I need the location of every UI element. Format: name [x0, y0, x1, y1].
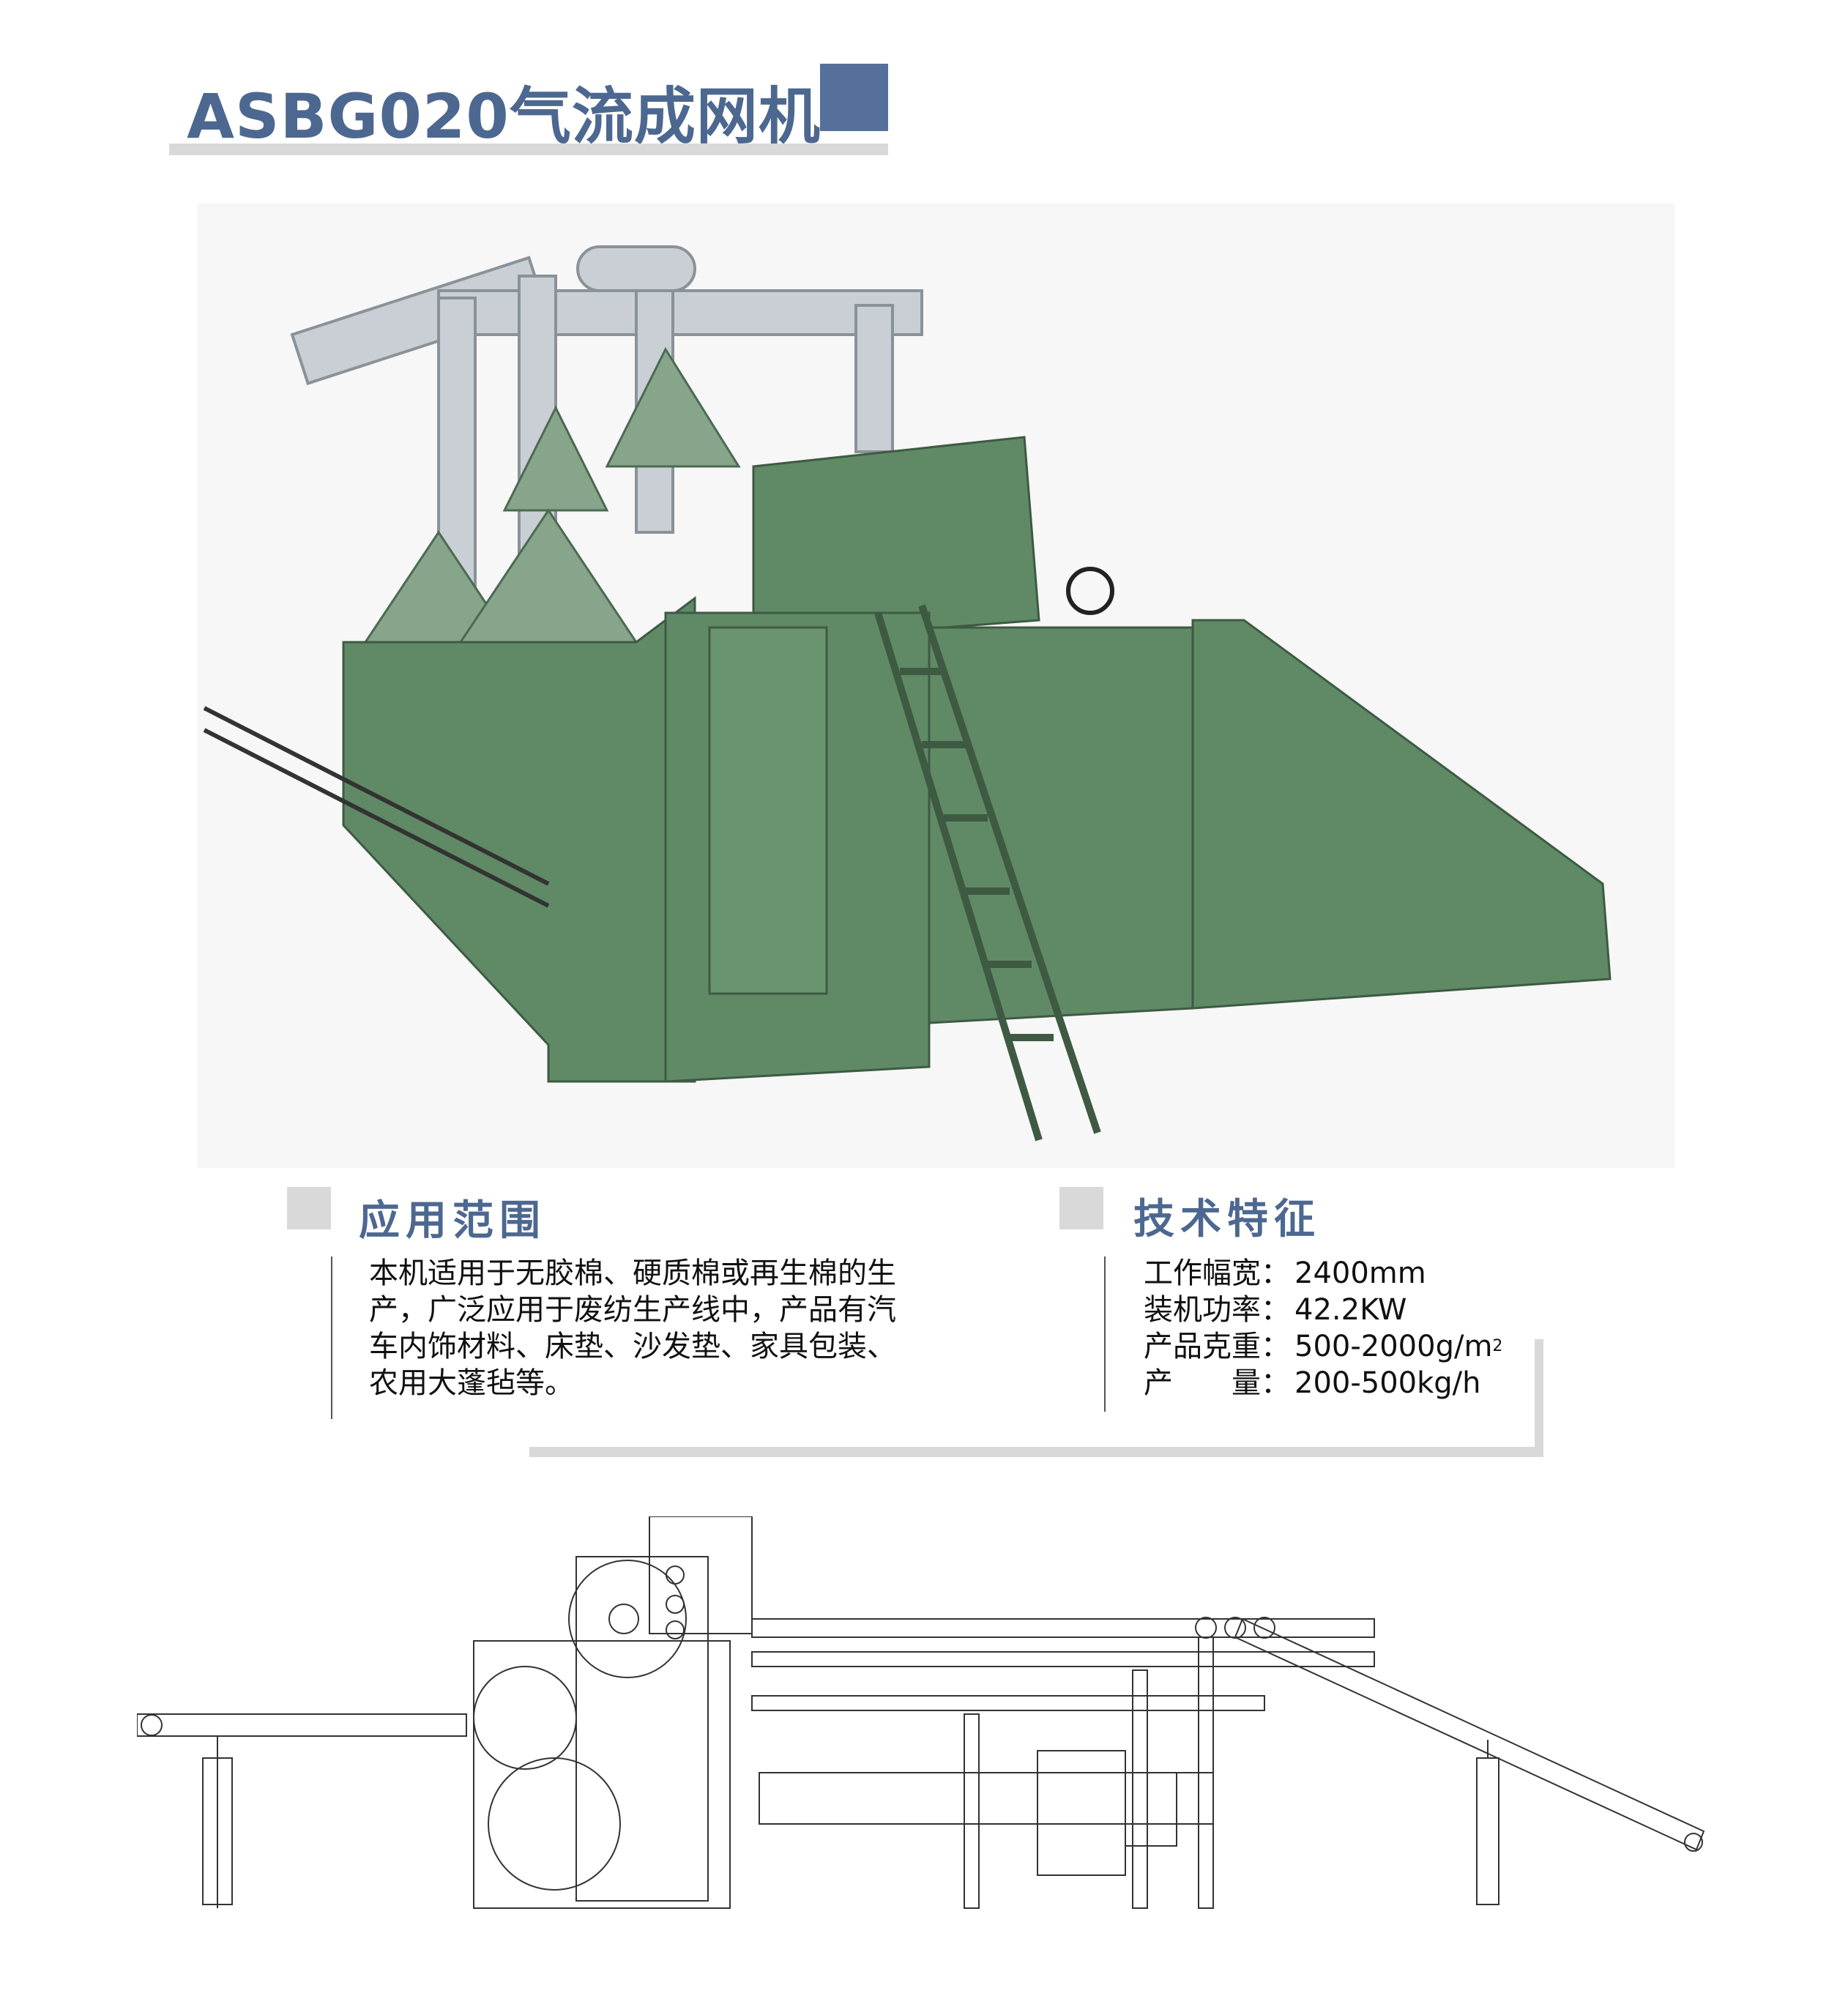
text-line: 本机适用于无胶棉、硬质棉或再生棉的生 — [369, 1256, 896, 1290]
spec-value: 200-500kg/h — [1294, 1366, 1481, 1400]
application-heading: 应用范围 — [359, 1197, 546, 1245]
spec-superscript: 2 — [1492, 1337, 1503, 1355]
bracket-side — [1535, 1339, 1543, 1457]
application-text: 本机适用于无胶棉、硬质棉或再生棉的生 产，广泛应用于废纺生产线中，产品有汽 车内… — [369, 1255, 896, 1401]
spec-label: 工作幅宽： — [1144, 1256, 1290, 1290]
spec-row: 装机功率：42.2KW — [1144, 1292, 1502, 1328]
technical-drawing — [136, 1516, 1708, 1912]
title-accent-block — [820, 64, 888, 131]
spec-label: 装机功率： — [1144, 1293, 1290, 1327]
divider — [1104, 1256, 1106, 1412]
machine-photo — [197, 203, 1675, 1168]
text-line: 产，广泛应用于废纺生产线中，产品有汽 — [369, 1293, 896, 1327]
spec-row: 产 量：200-500kg/h — [1144, 1365, 1502, 1401]
divider — [331, 1256, 332, 1419]
specs-list: 工作幅宽：2400mm 装机功率：42.2KW 产品克重：500-2000g/m… — [1144, 1255, 1502, 1401]
section-marker — [1059, 1187, 1103, 1229]
page-title: ASBG020气流成网机 — [187, 81, 821, 152]
spec-value: 500-2000g/m — [1294, 1330, 1493, 1363]
bracket-bottom — [529, 1447, 1543, 1457]
title-underline — [169, 144, 888, 155]
spec-label: 产品克重： — [1144, 1330, 1290, 1363]
text-line: 车内饰材料、床垫、沙发垫、家具包装、 — [369, 1330, 896, 1363]
spec-value: 2400mm — [1294, 1256, 1426, 1290]
spec-label: 产 量： — [1144, 1366, 1290, 1400]
spec-value: 42.2KW — [1294, 1293, 1407, 1327]
spec-row: 工作幅宽：2400mm — [1144, 1255, 1502, 1292]
section-marker — [287, 1187, 331, 1229]
specs-heading: 技术特征 — [1133, 1196, 1321, 1243]
text-line: 农用大蓬毡等。 — [369, 1366, 574, 1400]
